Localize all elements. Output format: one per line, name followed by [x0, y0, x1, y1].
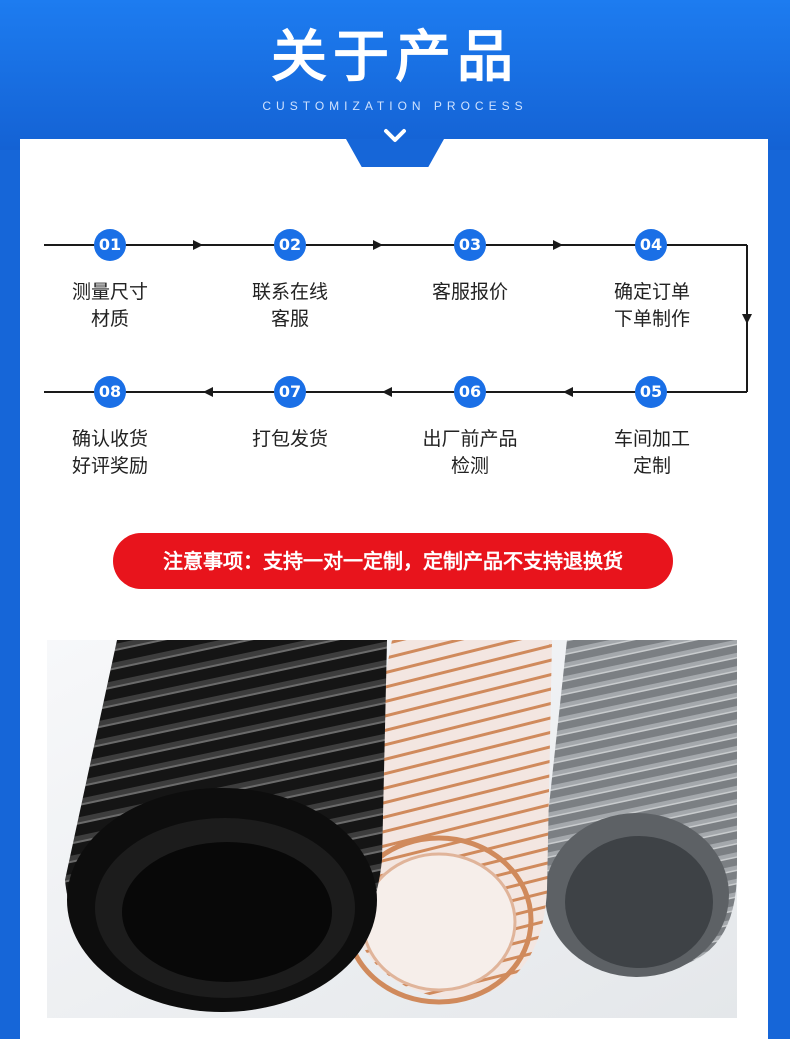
step-label-01: 测量尺寸材质 — [71, 281, 148, 330]
product-photo — [47, 640, 737, 1018]
chevron-down-icon — [384, 129, 406, 142]
step-label-07: 打包发货 — [251, 428, 328, 450]
page-title: 关于产品 — [271, 25, 519, 90]
step-number-04: 04 — [635, 229, 667, 261]
step-label-06: 出厂前产品检测 — [422, 428, 518, 477]
arrow-down-icon — [742, 314, 752, 324]
step-label-08: 确认收货好评奖励 — [71, 428, 148, 477]
arrow-left-icon — [382, 387, 392, 397]
step-number-02: 02 — [274, 229, 306, 261]
step-number-06: 06 — [454, 376, 486, 408]
step-number-08: 08 — [94, 376, 126, 408]
step-number-05: 05 — [635, 376, 667, 408]
process-flow-lines — [44, 240, 752, 397]
step-label-02: 联系在线客服 — [251, 281, 328, 330]
hose-illustration — [47, 640, 737, 1018]
arrow-right-icon — [553, 240, 563, 250]
step-label-03: 客服报价 — [431, 281, 508, 303]
arrow-left-icon — [203, 387, 213, 397]
arrow-right-icon — [193, 240, 203, 250]
header-banner — [0, 0, 790, 150]
step-label-04: 确定订单下单制作 — [613, 281, 690, 330]
arrow-left-icon — [563, 387, 573, 397]
step-number-03: 03 — [454, 229, 486, 261]
step-label-05: 车间加工定制 — [613, 428, 690, 477]
page-subtitle: CUSTOMIZATION PROCESS — [262, 99, 528, 113]
step-number-01: 01 — [94, 229, 126, 261]
step-number-07: 07 — [274, 376, 306, 408]
header-notch — [346, 139, 444, 167]
notice-banner: 注意事项：支持一对一定制，定制产品不支持退换货 — [113, 533, 673, 589]
arrow-right-icon — [373, 240, 383, 250]
